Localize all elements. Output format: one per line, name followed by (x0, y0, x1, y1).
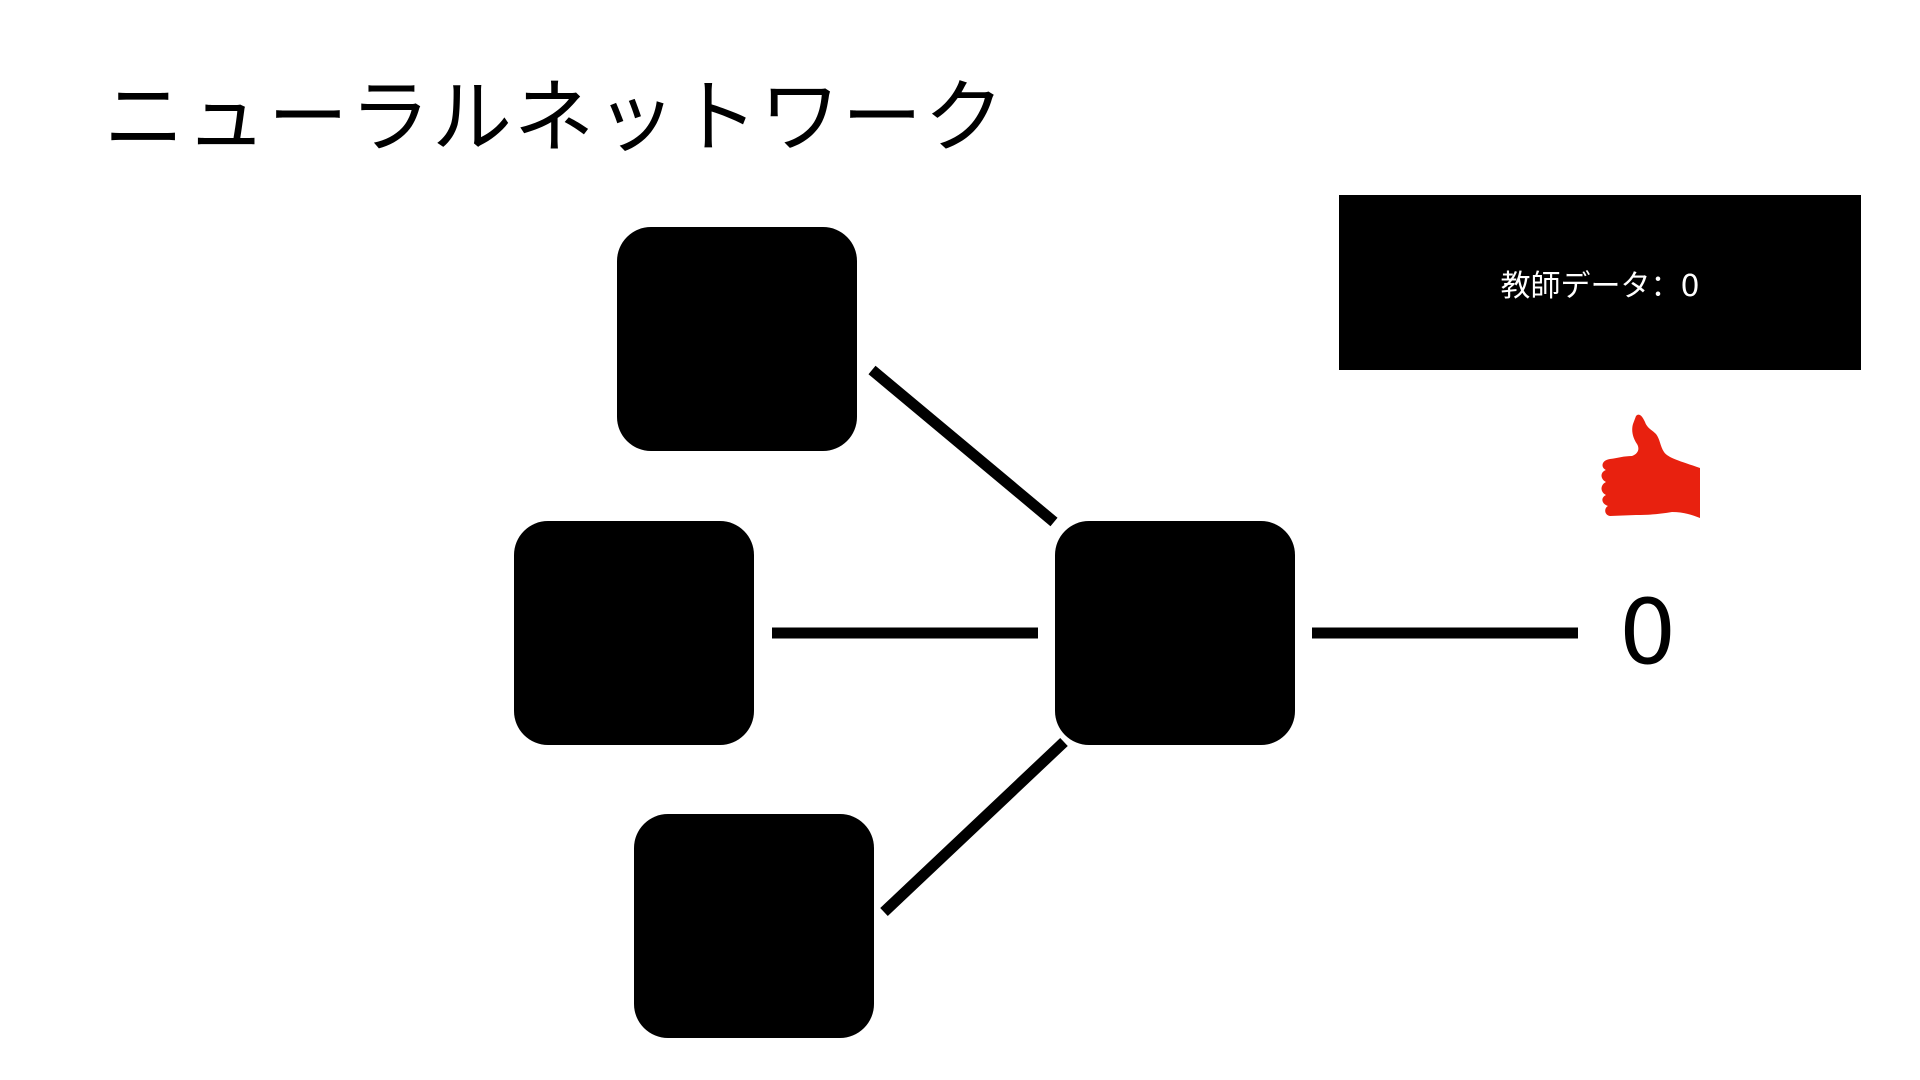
input-node-3 (634, 814, 874, 1038)
teacher-data-box: 教師データ：0 (1339, 195, 1861, 370)
slide-title: ニューラルネットワーク (104, 71, 1006, 164)
input-node-1 (617, 227, 857, 451)
thumbs-up-icon (1601, 414, 1700, 518)
output-value: 0 (1619, 580, 1677, 685)
teacher-data-label: 教師データ：0 (1500, 268, 1700, 304)
hidden-node (1055, 521, 1295, 745)
input-node-2 (514, 521, 754, 745)
edge-input-3-to-hidden (880, 738, 1068, 916)
edge-input-1-to-hidden (868, 365, 1058, 527)
